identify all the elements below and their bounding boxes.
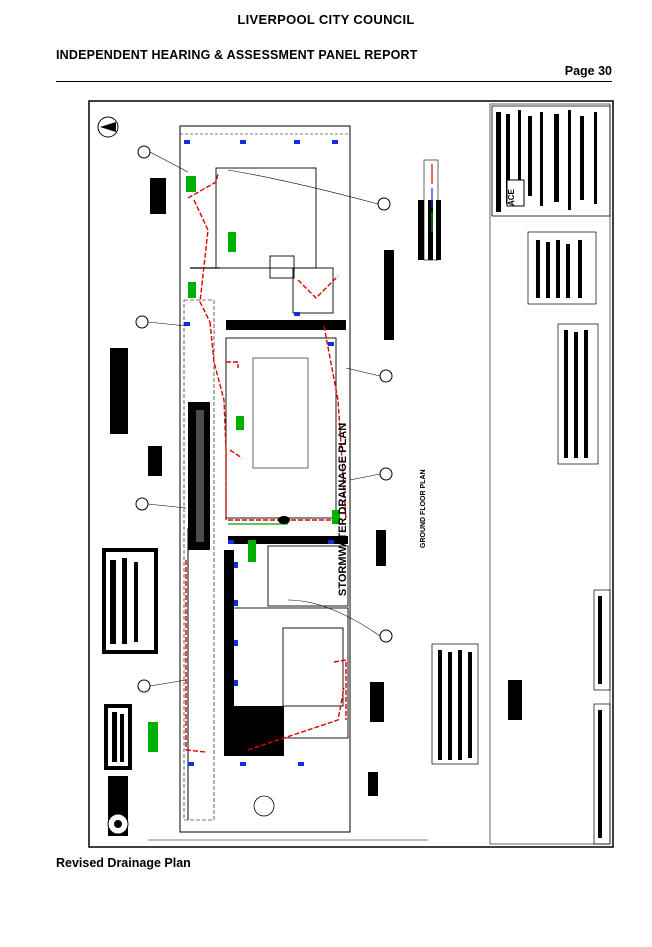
figure-caption: Revised Drainage Plan	[56, 856, 191, 870]
drawing-subtitle: GROUND FLOOR PLAN	[420, 469, 427, 548]
drainage-plan-drawing	[88, 100, 614, 848]
header-rule	[56, 81, 612, 82]
report-title: INDEPENDENT HEARING & ASSESSMENT PANEL R…	[56, 48, 418, 62]
page-number: Page 30	[564, 64, 612, 78]
drawing-title: STORMWATER DRAINAGE PLAN	[337, 422, 349, 596]
company-logo: ACE	[507, 189, 516, 206]
council-name: LIVERPOOL CITY COUNCIL	[237, 12, 415, 27]
